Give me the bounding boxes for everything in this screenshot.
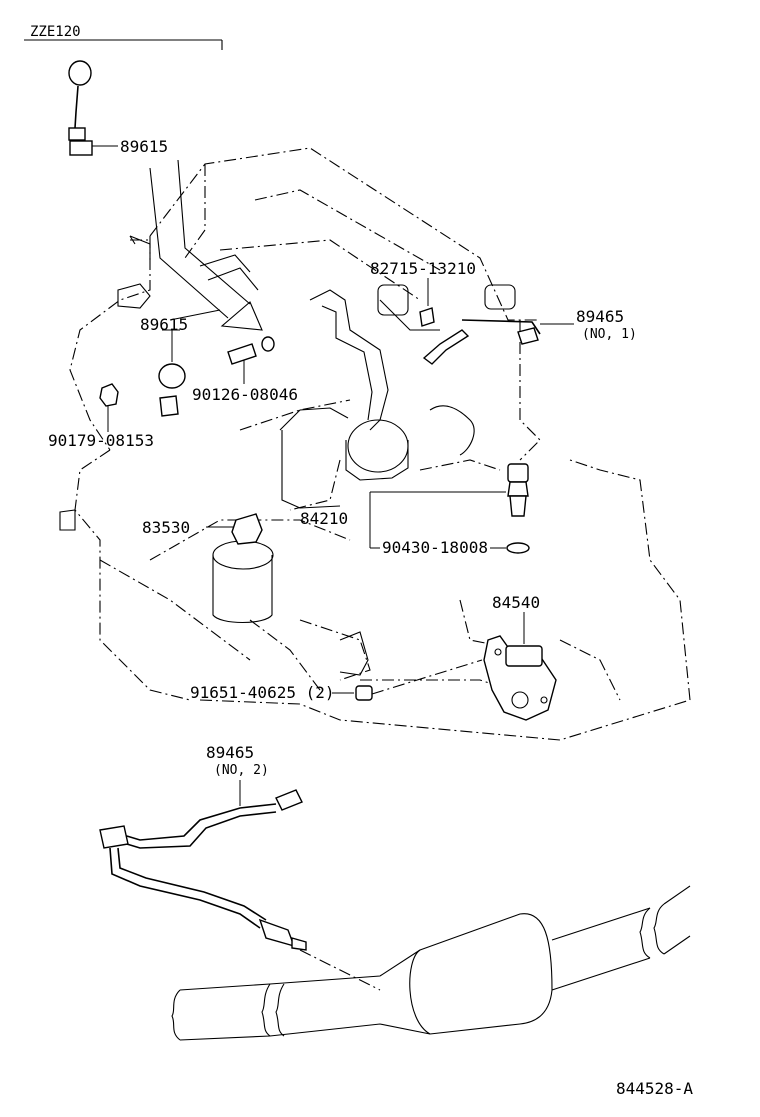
oxygen-sensor-2-illustration	[99, 780, 307, 951]
plug-illustration	[99, 383, 119, 432]
label-90179-08153: 90179-08153	[48, 431, 154, 450]
clamp-illustration	[419, 278, 435, 327]
exhaust-illustration	[171, 885, 691, 1041]
knock-sensor-mid-illustration	[158, 329, 186, 417]
note-no2: (NO, 2)	[214, 763, 269, 778]
label-90126-08046: 90126-08046	[192, 385, 298, 404]
label-89465-no2: 89465	[206, 743, 254, 762]
temp-sensor-illustration	[206, 513, 263, 545]
label-90430-18008: 90430-18008	[382, 538, 488, 557]
engine-outline	[69, 147, 691, 741]
location-arrow	[149, 159, 263, 331]
label-82715-13210: 82715-13210	[370, 259, 476, 278]
knock-sensor-harness-illustration	[68, 60, 118, 156]
label-89465-no1: 89465	[576, 307, 624, 326]
label-89615-top: 89615	[120, 137, 168, 156]
nut-illustration	[332, 659, 483, 701]
label-89615-mid: 89615	[140, 315, 188, 334]
oxygen-sensor-1-illustration	[422, 319, 574, 365]
label-84210: 84210	[300, 509, 348, 528]
diagram-code: 844528-A	[616, 1079, 693, 1098]
model-code: ZZE120	[30, 24, 81, 40]
bolt-illustration	[227, 336, 275, 384]
label-91651-40625: 91651-40625 (2)	[190, 683, 335, 702]
oil-pressure-switch-illustration	[369, 463, 529, 549]
model-header: ZZE120	[24, 24, 223, 50]
neutral-switch-illustration	[483, 612, 557, 721]
gasket-illustration	[490, 542, 530, 554]
note-no1: (NO, 1)	[582, 327, 637, 342]
label-83530: 83530	[142, 518, 190, 537]
label-84540: 84540	[492, 593, 540, 612]
engine-features	[59, 235, 516, 676]
